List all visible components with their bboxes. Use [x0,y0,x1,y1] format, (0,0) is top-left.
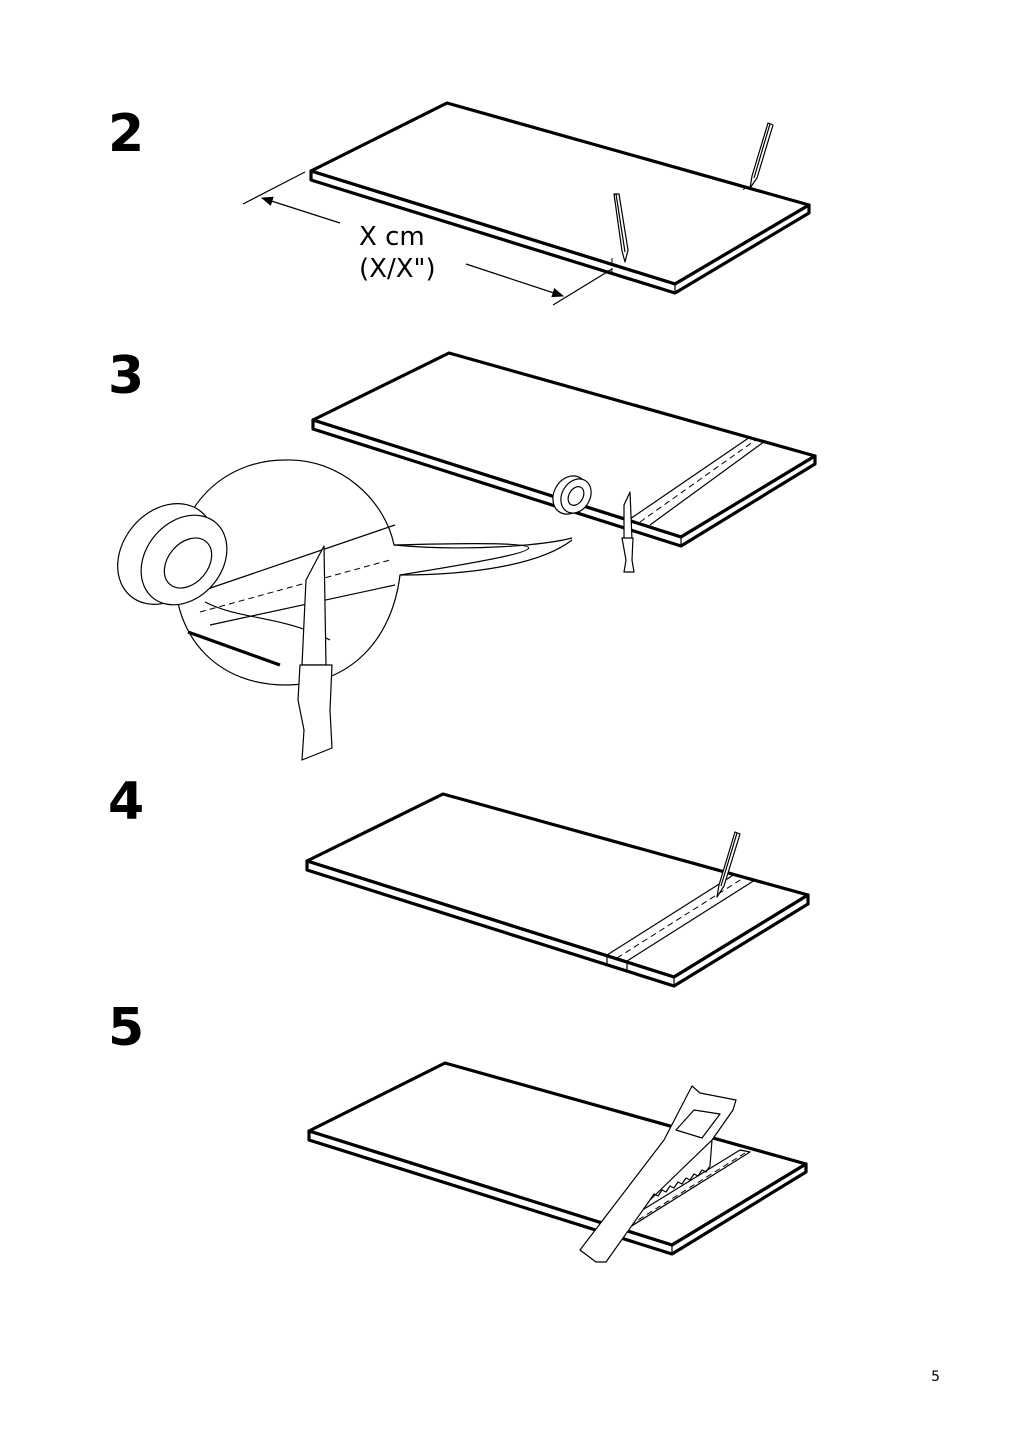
step-number-4: 4 [108,772,145,832]
step2-dimension [242,171,749,306]
step-number-2: 2 [108,104,145,164]
step-number-5: 5 [108,998,145,1058]
step3-panel [311,351,817,548]
tape-roll-icon [552,475,592,515]
pencil-icon [716,831,741,898]
step2-panel [309,101,811,295]
step-number-3: 3 [108,346,145,406]
knife-icon [297,545,333,761]
measurement-cm: X cm [359,222,425,252]
measurement-inch: (X/X") [359,254,436,284]
measurement-label: X cm (X/X") [359,221,436,285]
pencil-icon [749,122,774,189]
step4-panel [305,792,810,988]
page-number: 5 [931,1369,940,1385]
saw-icon [579,1085,737,1263]
knife-icon [621,491,635,573]
step5-panel [307,1061,808,1256]
pencil-icon [613,193,629,263]
tape-roll-icon [117,503,228,606]
